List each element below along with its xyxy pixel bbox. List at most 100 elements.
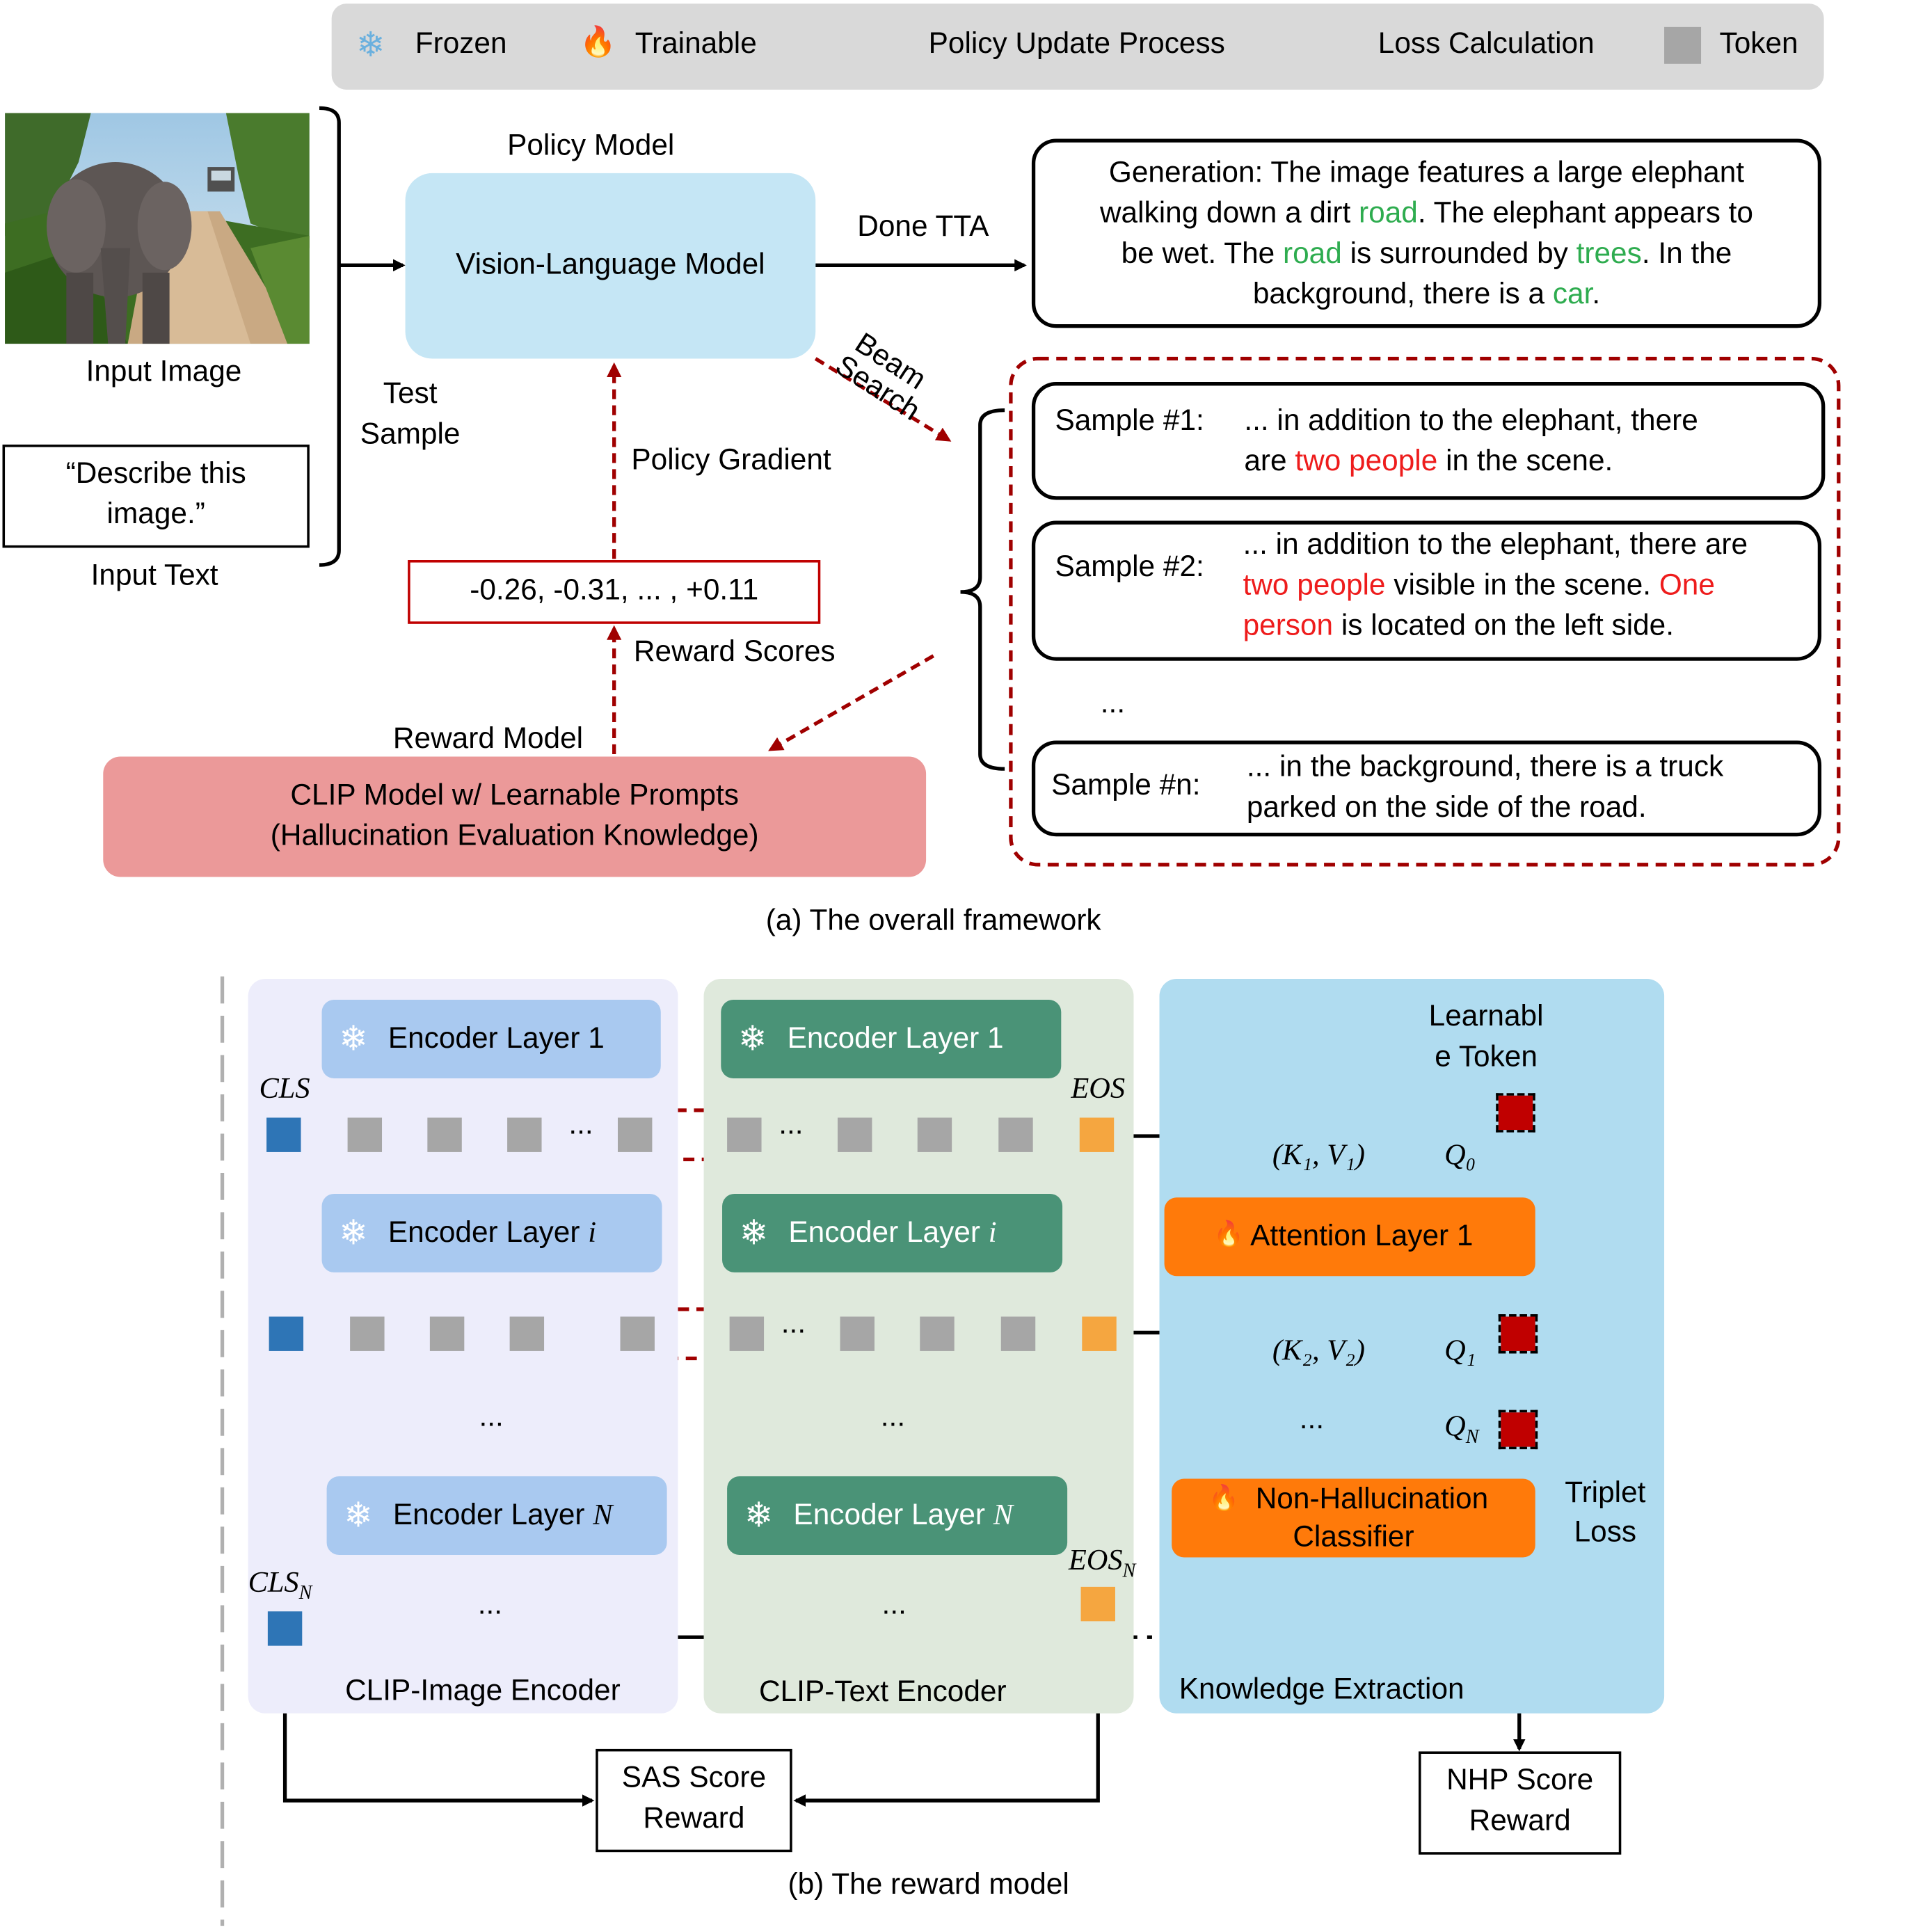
samples-ellipsis: ... bbox=[1100, 686, 1126, 720]
sample-2-line2: two people visible in the scene. One bbox=[1243, 568, 1715, 602]
image-encoder-layer-n: ❄ Encoder Layer N bbox=[326, 1476, 667, 1555]
snowflake-icon: ❄ bbox=[356, 26, 385, 64]
vlm-label: Vision-Language Model bbox=[456, 248, 765, 282]
token bbox=[429, 1316, 465, 1351]
hallucination-two-people-2: two people bbox=[1243, 568, 1386, 602]
generation-line4: background, there is a car. bbox=[1252, 277, 1601, 311]
clip-box-line1: CLIP Model w/ Learnable Prompts bbox=[290, 779, 739, 812]
triplet-loss-line2: Loss bbox=[1574, 1515, 1637, 1549]
clip-box-line2: (Hallucination Evaluation Knowledge) bbox=[270, 819, 759, 853]
cls-n-token bbox=[267, 1611, 303, 1646]
layers-ellipsis: ... bbox=[881, 1588, 907, 1622]
token bbox=[1000, 1316, 1036, 1351]
sample-2-line3: person is located on the left side. bbox=[1243, 609, 1675, 643]
learnable-token-line2: e Token bbox=[1435, 1040, 1538, 1073]
q0-label: Q₀ bbox=[1444, 1140, 1476, 1172]
elephant-photo-graphic bbox=[5, 113, 310, 344]
snowflake-icon: ❄ bbox=[737, 1019, 767, 1057]
fire-icon: 🔥 bbox=[580, 26, 617, 59]
token bbox=[920, 1316, 955, 1351]
sample-2-box bbox=[1031, 520, 1822, 661]
generation-line2: walking down a dirt road. The elephant a… bbox=[1099, 196, 1753, 230]
legend-token-swatch bbox=[1664, 26, 1702, 64]
token bbox=[509, 1316, 545, 1351]
text-encoder-layer-i: ❄ Encoder Layer i bbox=[722, 1193, 1063, 1272]
reward-values: -0.26, -0.31, ... , +0.11 bbox=[470, 573, 759, 607]
cls-label: CLS bbox=[259, 1073, 310, 1105]
legend-frozen-label: Frozen bbox=[415, 26, 507, 61]
sas-score-line2: Reward bbox=[643, 1801, 745, 1835]
sample-1-label: Sample #1: bbox=[1055, 404, 1204, 438]
nhp-score-box bbox=[1419, 1751, 1622, 1855]
sas-score-box bbox=[596, 1748, 792, 1853]
text-encoder-layer-n: ❄ Encoder Layer N bbox=[727, 1476, 1068, 1555]
learnable-token bbox=[1496, 1093, 1535, 1133]
sample-n-line2: parked on the side of the road. bbox=[1246, 790, 1647, 824]
generation-box bbox=[1031, 138, 1822, 328]
token bbox=[729, 1316, 765, 1351]
token bbox=[837, 1117, 872, 1152]
vlm-box bbox=[405, 173, 816, 359]
legend-loss-label: Loss Calculation bbox=[1378, 26, 1595, 61]
knowledge-extraction-panel bbox=[1159, 979, 1665, 1714]
sample-n-label: Sample #n: bbox=[1051, 769, 1201, 802]
clip-reward-box bbox=[103, 756, 927, 877]
text-encoder-label: CLIP-Text Encoder bbox=[759, 1675, 1007, 1709]
cls-n-label: CLSN bbox=[248, 1567, 312, 1604]
legend-bar bbox=[331, 3, 1824, 90]
token-ellipsis: ... bbox=[781, 1307, 806, 1341]
legend-token-label: Token bbox=[1719, 26, 1798, 61]
qn-token bbox=[1498, 1410, 1538, 1450]
input-text-line2: image.” bbox=[106, 497, 205, 531]
snowflake-icon: ❄ bbox=[739, 1213, 769, 1252]
highlight-trees: trees bbox=[1576, 237, 1642, 271]
qn-label: QN bbox=[1444, 1411, 1479, 1448]
input-image-label: Input Image bbox=[86, 355, 242, 388]
legend-policy-update-label: Policy Update Process bbox=[928, 26, 1225, 61]
kv1-label: (K₁, V₁) bbox=[1272, 1140, 1365, 1172]
token bbox=[620, 1316, 655, 1351]
test-sample-line2: Sample bbox=[360, 417, 461, 451]
token bbox=[998, 1117, 1033, 1152]
eos-n-label: EOSN bbox=[1068, 1544, 1136, 1582]
sample-1-box bbox=[1031, 382, 1826, 500]
snowflake-icon: ❄ bbox=[744, 1496, 774, 1534]
clip-text-encoder-panel bbox=[703, 979, 1134, 1714]
test-sample-line1: Test bbox=[383, 376, 438, 410]
token bbox=[917, 1117, 952, 1152]
input-text-line1: “Describe this bbox=[65, 456, 246, 490]
cls-token bbox=[266, 1117, 301, 1152]
token bbox=[727, 1117, 762, 1152]
highlight-road-2: road bbox=[1282, 237, 1342, 271]
snowflake-icon: ❄ bbox=[344, 1496, 373, 1534]
hallucination-two-people: two people bbox=[1295, 445, 1438, 478]
token-ellipsis: ... bbox=[779, 1108, 804, 1142]
token bbox=[347, 1117, 383, 1152]
nhp-score-line2: Reward bbox=[1469, 1804, 1571, 1838]
layers-ellipsis: ... bbox=[479, 1400, 504, 1434]
sample-1-line2: are two people in the scene. bbox=[1244, 445, 1613, 478]
layers-ellipsis: ... bbox=[477, 1588, 503, 1622]
cls-token bbox=[269, 1316, 304, 1351]
image-encoder-label: CLIP-Image Encoder bbox=[345, 1674, 621, 1707]
legend-trainable-label: Trainable bbox=[634, 26, 757, 61]
attention-layer-box: 🔥 Attention Layer 1 bbox=[1164, 1197, 1535, 1277]
token bbox=[617, 1117, 653, 1152]
token bbox=[350, 1316, 385, 1351]
sample-2-line1: ... in addition to the elephant, there a… bbox=[1243, 528, 1748, 561]
reward-values-box bbox=[408, 560, 821, 624]
kv2-label: (K₂, V₂) bbox=[1272, 1334, 1365, 1367]
fire-icon: 🔥 bbox=[1208, 1485, 1240, 1512]
token bbox=[507, 1117, 542, 1152]
policy-gradient-label: Policy Gradient bbox=[631, 443, 831, 477]
caption-a: (a) The overall framework bbox=[765, 904, 1101, 937]
hallucination-one: One bbox=[1659, 568, 1715, 602]
triplet-loss-line1: Triplet bbox=[1565, 1476, 1646, 1510]
text-encoder-layer-1: ❄ Encoder Layer 1 bbox=[721, 1000, 1062, 1079]
image-encoder-layer-i: ❄ Encoder Layer i bbox=[321, 1193, 662, 1272]
sas-score-line1: SAS Score bbox=[621, 1761, 767, 1795]
eos-token bbox=[1082, 1316, 1117, 1351]
input-text-box bbox=[2, 445, 310, 548]
snowflake-icon: ❄ bbox=[339, 1213, 368, 1252]
highlight-car: car bbox=[1552, 277, 1592, 311]
